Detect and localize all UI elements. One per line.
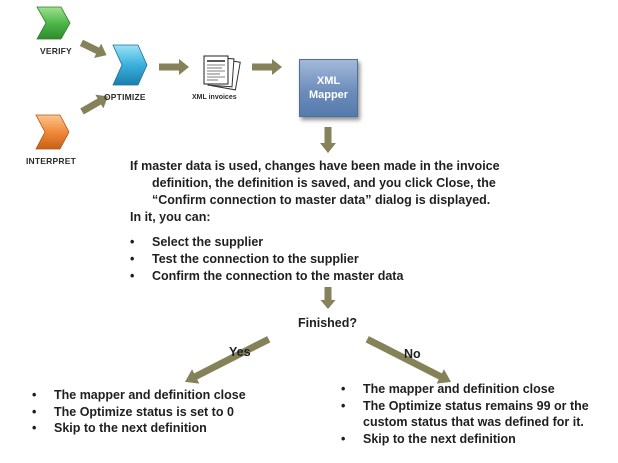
arrow-interpret-optimize [80, 94, 108, 115]
flow-arrows [79, 39, 451, 384]
intro-line3: “Confirm connection to master data” dial… [152, 193, 491, 207]
arrow-mapper-down [320, 127, 336, 153]
list-item: Test the connection to the supplier [128, 251, 548, 268]
optimize-label: OPTIMIZE [104, 92, 146, 102]
list-item: Select the supplier [128, 234, 548, 251]
list-item: Skip to the next definition [339, 431, 614, 448]
decision-question: Finished? [298, 316, 358, 330]
interpret-chevron-icon [35, 114, 70, 150]
intro-line1: If master data is used, changes have bee… [130, 159, 500, 173]
arrow-finished-no [365, 336, 451, 384]
list-item: The Optimize status is set to 0 [30, 404, 290, 421]
verify-label: VERIFY [40, 46, 72, 56]
xml-invoices-label: XML invoices [192, 94, 237, 101]
yes-label: Yes [229, 345, 251, 359]
arrow-finished-yes [185, 336, 271, 384]
no-item2-line2: custom status that was defined for it. [363, 415, 584, 429]
xml-mapper-box: XML Mapper [299, 59, 358, 117]
verify-chevron-icon [36, 6, 71, 40]
options-list: Select the supplier Test the connection … [128, 234, 548, 285]
mapper-label-line2: Mapper [308, 89, 349, 101]
arrow-optimize-invoices [159, 59, 189, 75]
xml-invoices-icon [203, 55, 241, 91]
intro-in-it: In it, you can: [130, 210, 211, 224]
no-branch-list: The mapper and definition close The Opti… [339, 381, 614, 447]
intro-line2: definition, the definition is saved, and… [152, 176, 496, 190]
optimize-chevron-icon [112, 44, 148, 86]
interpret-label: INTERPRET [26, 156, 76, 166]
mapper-label-line1: XML [316, 75, 341, 87]
list-item: The mapper and definition close [339, 381, 614, 398]
list-item: Skip to the next definition [30, 420, 290, 437]
intro-paragraph: If master data is used, changes have bee… [130, 158, 600, 226]
list-item: The mapper and definition close [30, 387, 290, 404]
yes-branch-list: The mapper and definition close The Opti… [30, 387, 290, 437]
list-item: Confirm the connection to the master dat… [128, 268, 548, 285]
arrow-options-down [320, 287, 336, 309]
arrow-verify-optimize [79, 39, 107, 58]
no-label: No [404, 347, 421, 361]
no-item2-line1: The Optimize status remains 99 or the [363, 398, 589, 413]
list-item: The Optimize status remains 99 or the cu… [339, 398, 614, 431]
arrow-invoices-mapper [252, 59, 282, 75]
